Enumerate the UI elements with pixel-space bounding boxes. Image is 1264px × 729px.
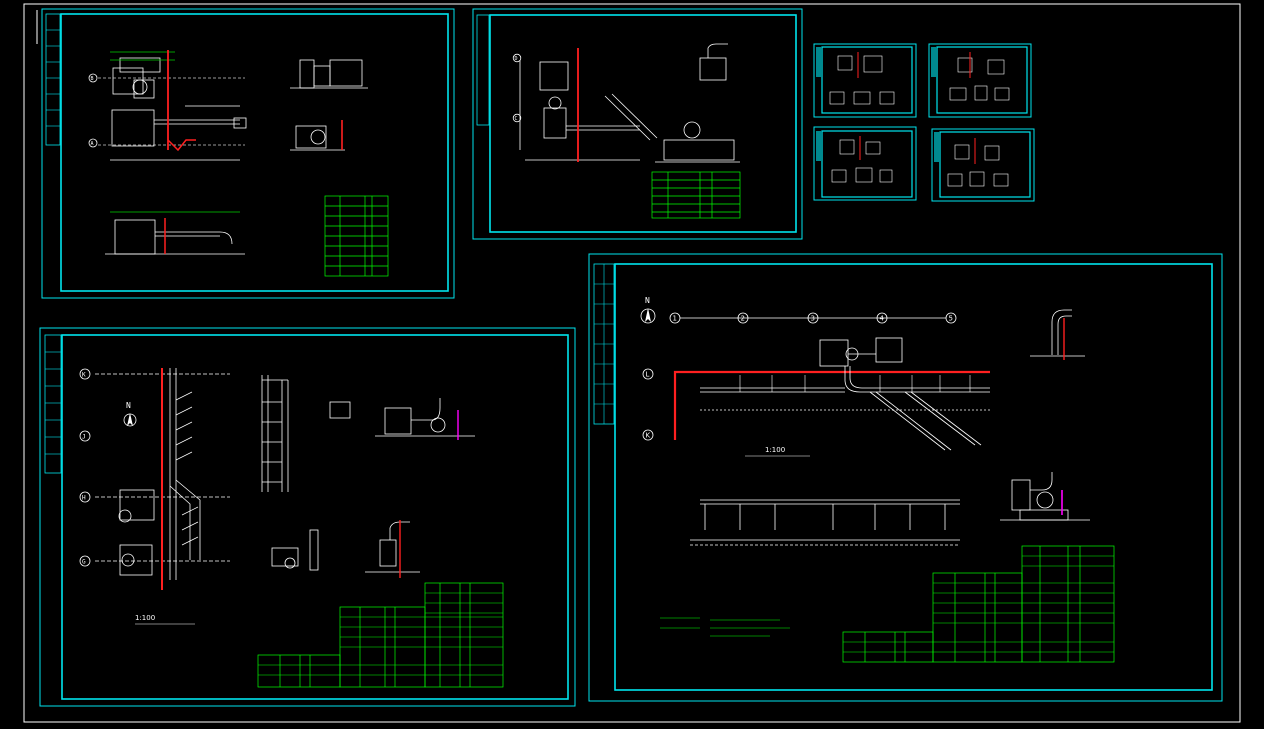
- north-arrow-icon: N: [640, 296, 656, 324]
- sheet-thumb-3[interactable]: [813, 126, 917, 201]
- sheet-top-left[interactable]: B A: [41, 8, 455, 299]
- grid-label-2: 2: [741, 315, 745, 323]
- svg-text:N: N: [126, 401, 131, 410]
- grid-label-5: 5: [949, 315, 953, 323]
- north-arrow-icon: N: [123, 401, 137, 427]
- axis-label-k: K: [82, 372, 86, 379]
- grid-label-1: 1: [673, 315, 677, 323]
- axis-label-g: G: [82, 559, 86, 566]
- outer-frame: [23, 3, 1241, 723]
- axis-label-d: D: [515, 56, 518, 62]
- sheet-bottom-right[interactable]: N 1 2 3 4 5 L K: [588, 253, 1223, 702]
- sheet-thumb-1[interactable]: [813, 43, 917, 118]
- axis-label-h: H: [82, 495, 86, 502]
- sheet-thumb-2[interactable]: [928, 43, 1032, 118]
- axis-label-b: B: [91, 76, 94, 82]
- axis-label-j: J: [82, 434, 86, 441]
- axis-label-c: C: [515, 116, 518, 122]
- grid-label-l: L: [646, 371, 650, 379]
- grid-label-3: 3: [811, 315, 815, 323]
- sheet-top-middle[interactable]: D C: [472, 8, 803, 240]
- grid-label-4: 4: [880, 315, 885, 323]
- sheet-thumb-4[interactable]: [931, 128, 1035, 202]
- sheet-bottom-left[interactable]: K J H G N: [39, 327, 576, 707]
- axis-label-a: A: [91, 141, 94, 147]
- plan-scale-label: 1:100: [765, 446, 785, 454]
- plan-scale-label: 1:100: [135, 614, 155, 622]
- grid-label-k: K: [646, 432, 651, 440]
- svg-text:N: N: [645, 296, 650, 305]
